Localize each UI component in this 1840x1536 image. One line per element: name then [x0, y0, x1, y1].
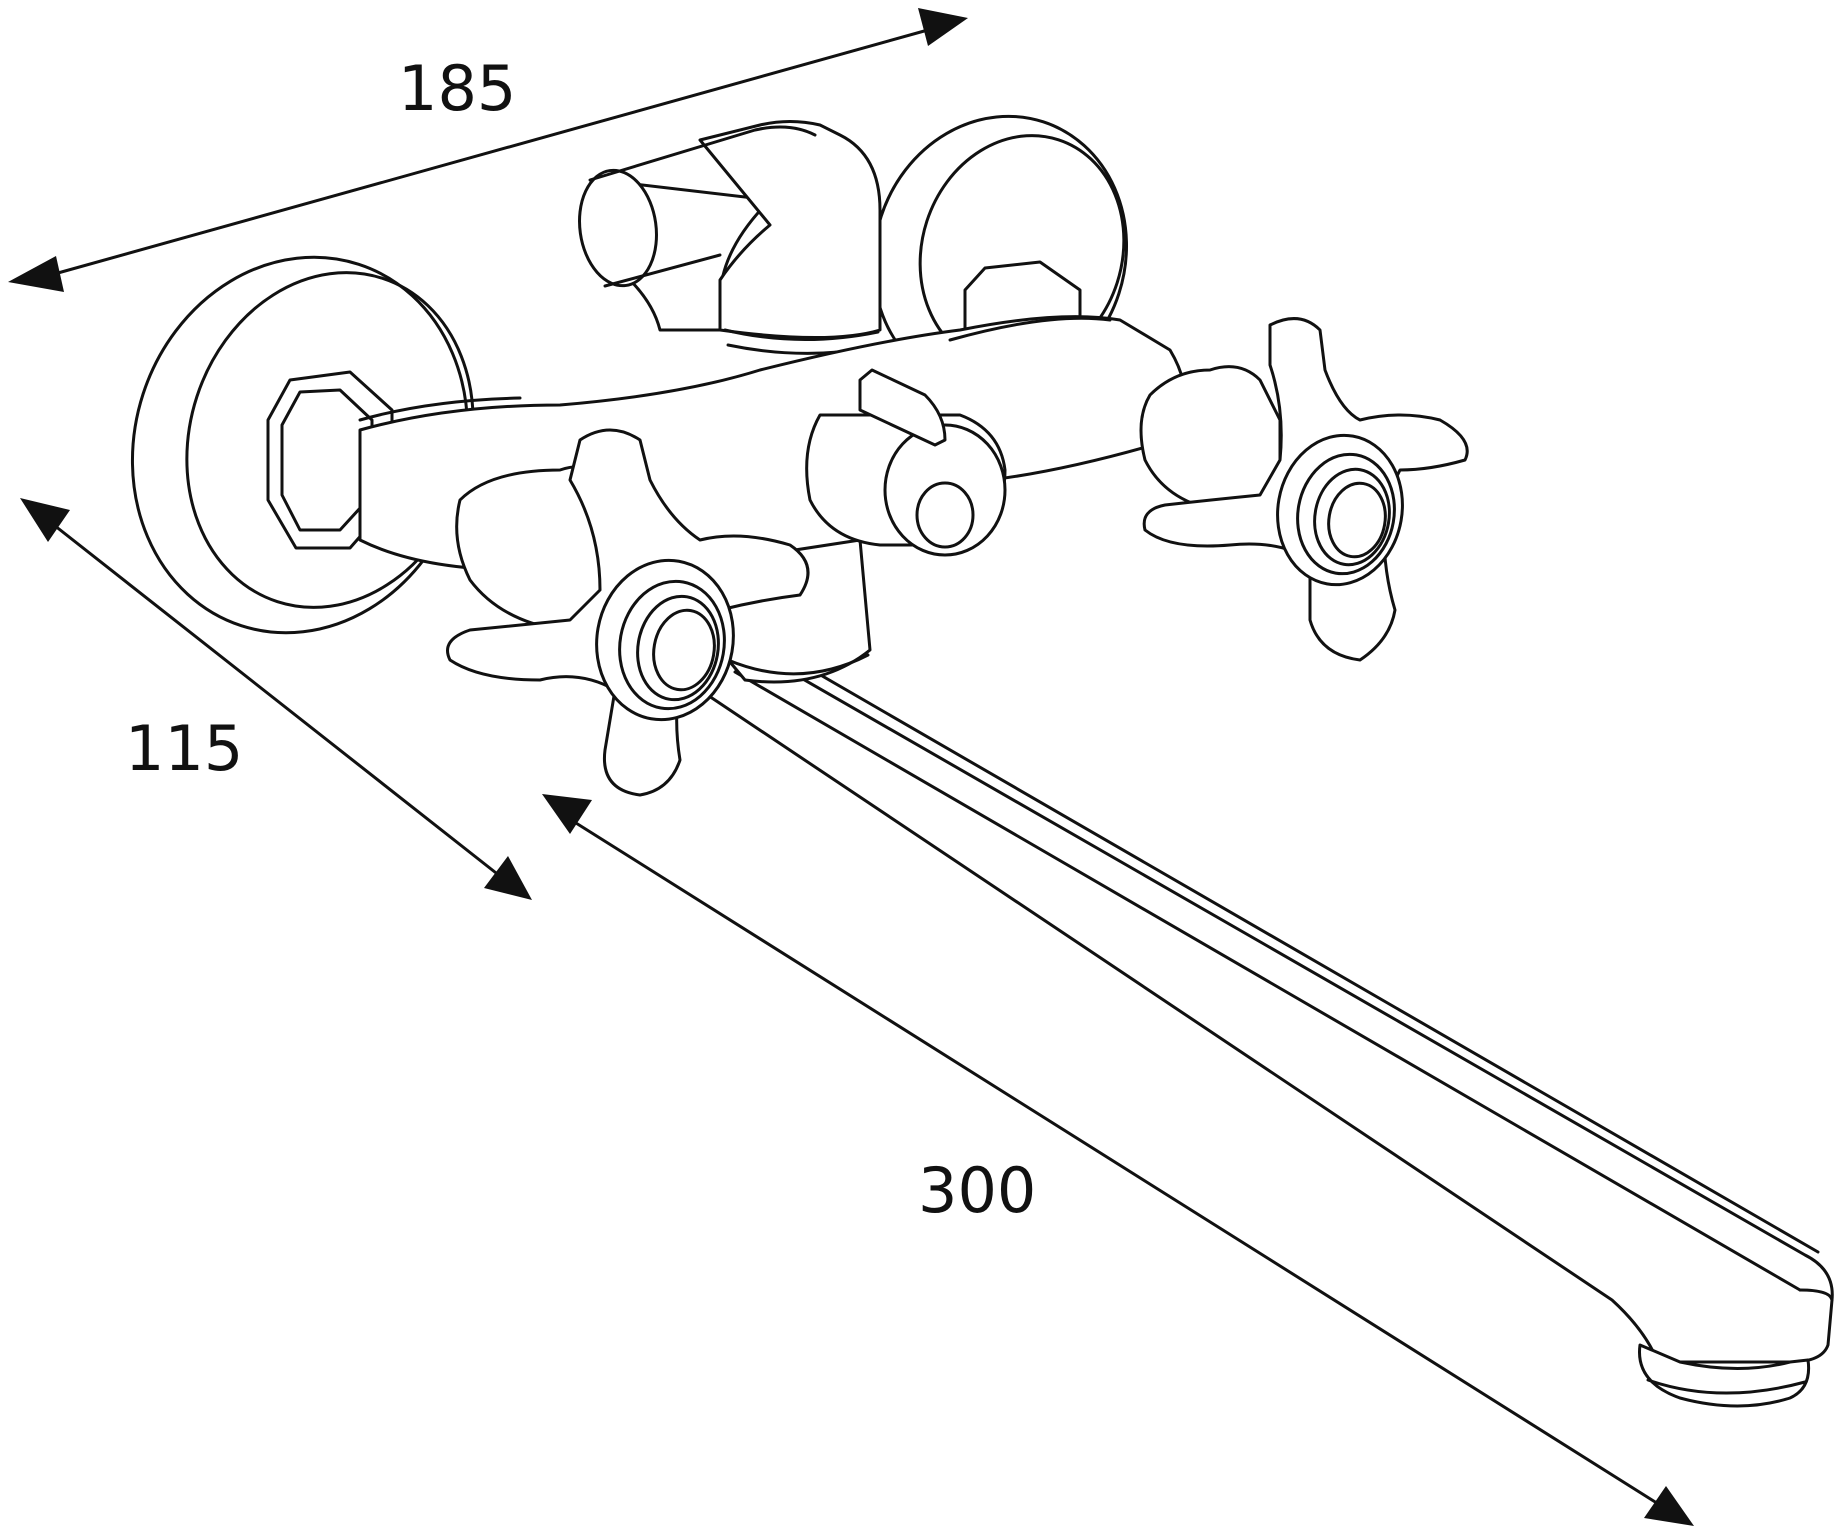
- arrowhead-spout-bottom: [1644, 1486, 1694, 1526]
- valve-handle-right[interactable]: [1139, 317, 1469, 662]
- top-outlet-pipe-end: [578, 168, 658, 288]
- dimension-depth: 115: [20, 498, 532, 900]
- dimension-depth-label: 115: [125, 712, 243, 785]
- dimension-width-label: 185: [398, 52, 516, 125]
- diverter-lever: [858, 368, 947, 447]
- arrowhead-depth-top: [20, 498, 70, 542]
- arrowhead-spout-top: [542, 794, 592, 834]
- arrowhead-depth-bottom: [484, 856, 532, 900]
- dimension-spout: 300: [542, 794, 1694, 1526]
- diverter: [805, 368, 1007, 557]
- diverter-cap: [915, 481, 975, 549]
- valve-handle-left[interactable]: [446, 428, 810, 797]
- arrowhead-width-right: [918, 8, 968, 46]
- dimension-spout-label: 300: [918, 1154, 1036, 1227]
- top-outlet: [578, 120, 882, 355]
- spout: [698, 638, 1834, 1408]
- dimension-width: 185: [8, 8, 968, 292]
- arrowhead-width-left: [8, 256, 64, 292]
